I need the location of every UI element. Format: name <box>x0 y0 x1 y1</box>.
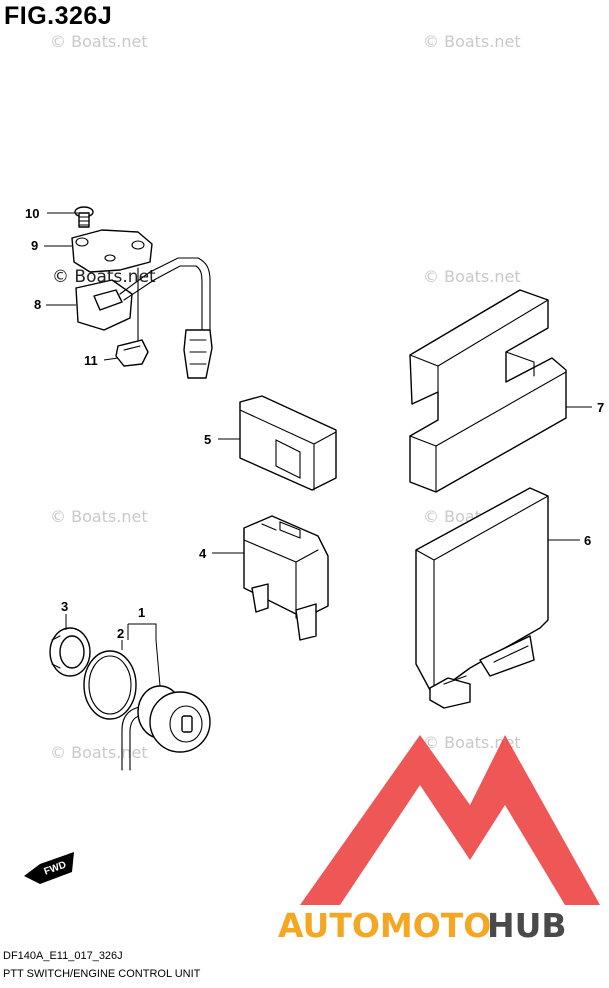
brand-logo-mark <box>300 735 600 905</box>
watermark: © Boats.net <box>50 32 148 51</box>
callout-labels: 10 9 8 11 7 5 6 4 3 1 2 <box>25 206 604 641</box>
brand-logo: AUTOMOTO HUB <box>278 735 600 945</box>
callout-4: 4 <box>199 546 207 561</box>
part-3-ring <box>49 627 91 677</box>
callout-3: 3 <box>61 599 68 614</box>
part-4-module <box>243 515 329 641</box>
brand-text-automoto: AUTOMOTO <box>278 906 491 945</box>
part-6-ecu <box>415 487 549 709</box>
callout-10: 10 <box>25 206 39 221</box>
callout-11: 11 <box>84 353 98 368</box>
part-7-cover <box>409 289 567 493</box>
figure-caption: PTT SWITCH/ENGINE CONTROL UNIT <box>3 968 201 980</box>
figure-title: FIG.326J <box>4 2 113 30</box>
watermark: © Boats.net <box>423 267 521 286</box>
leader-lines <box>44 212 592 687</box>
callout-7: 7 <box>597 400 604 415</box>
part-11-clip <box>115 339 149 367</box>
figure-code: DF140A_E11_017_326J <box>3 950 123 962</box>
watermark: © Boats.net <box>50 507 148 526</box>
watermark-overlay: © Boats.net <box>52 267 156 287</box>
callout-9: 9 <box>31 238 38 253</box>
watermark: © Boats.net <box>423 32 521 51</box>
callout-5: 5 <box>204 432 211 447</box>
fwd-arrow-icon: FWD <box>24 852 74 884</box>
part-8-sensor <box>75 257 213 379</box>
callout-6: 6 <box>584 533 591 548</box>
watermark: © Boats.net <box>423 733 521 752</box>
watermark: © Boats.net <box>50 743 148 762</box>
part-2-o-ring <box>83 650 137 720</box>
part-10-bolt <box>74 206 94 228</box>
callout-2: 2 <box>117 626 124 641</box>
callout-8: 8 <box>34 297 41 312</box>
part-9-bracket <box>71 229 153 273</box>
brand-text-hub: HUB <box>487 906 567 945</box>
part-1-ptt-switch <box>121 685 211 771</box>
callout-1: 1 <box>138 605 145 620</box>
part-5-holder <box>239 395 337 491</box>
